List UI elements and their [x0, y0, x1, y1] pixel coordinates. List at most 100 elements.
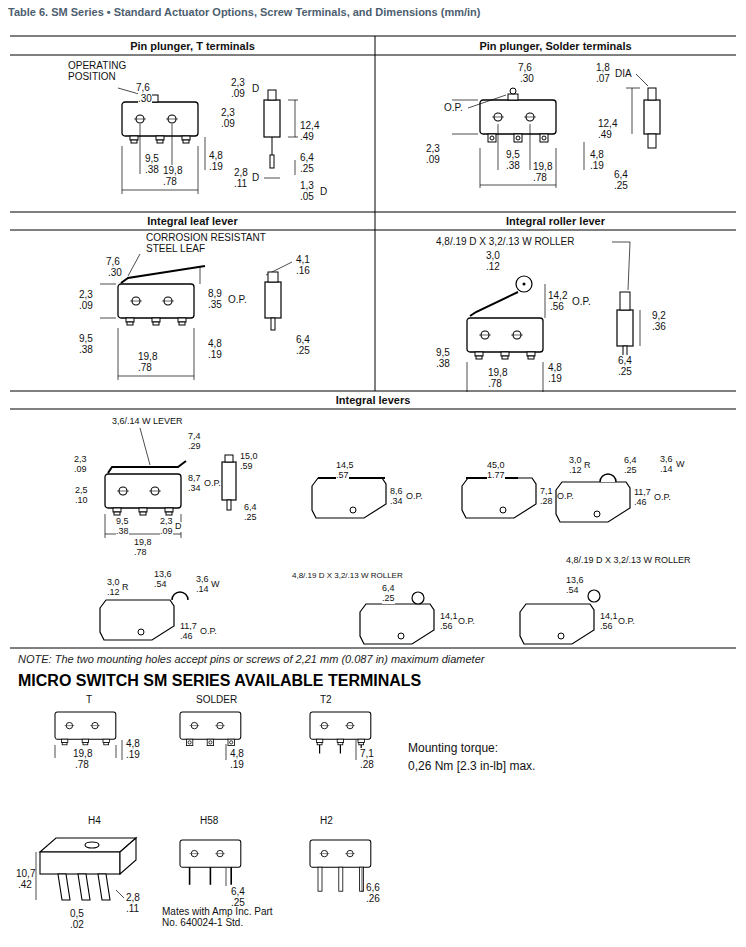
dimension-label: .09 [74, 465, 87, 475]
drawing-line [356, 740, 357, 760]
drawing-line [122, 740, 123, 760]
dimension-label: .57 [336, 471, 349, 481]
dimension-label: 3,0 [107, 578, 120, 588]
drawing-rect [339, 867, 343, 891]
dimension-label: 6,4 [300, 152, 314, 163]
dimension-label: 7,4 [188, 432, 201, 442]
dimension-label: .56 [600, 622, 613, 632]
dimension-label: D [252, 172, 259, 183]
dimension-label: MICRO SWITCH SM SERIES AVAILABLE TERMINA… [18, 672, 421, 690]
dimension-label: 3,6 [196, 575, 209, 585]
dimension-label: .09 [79, 300, 93, 311]
drawing-rect [222, 462, 236, 500]
drawing-use [316, 739, 364, 745]
drawing-rect [225, 455, 233, 462]
dimension-label: .35 [208, 299, 222, 310]
dimension-label: H2 [320, 815, 333, 826]
drawing-rect [268, 90, 276, 100]
dimension-label: 19,8 [163, 165, 182, 176]
dimension-label: .78 [134, 548, 147, 558]
drawing-line [55, 745, 56, 758]
drawing-polyline [121, 266, 205, 283]
dimension-label: .49 [300, 131, 314, 142]
drawing-line [264, 178, 280, 179]
drawing-g [118, 88, 298, 194]
dimension-label: .78 [488, 378, 502, 389]
drawing-rect [265, 282, 281, 318]
dimension-label: H4 [88, 815, 101, 826]
dimension-label: 2,3 [160, 517, 173, 527]
drawing-line [468, 95, 506, 108]
drawing-line [189, 867, 191, 885]
header-text: Pin plunger, Solder terminals [479, 40, 631, 52]
drawing-line [636, 74, 648, 86]
drawing-polygon [120, 838, 136, 874]
drawing-line [140, 124, 141, 174]
dimension-label: 7,1 [360, 748, 374, 759]
dimension-label: .19 [548, 373, 562, 384]
drawing-rect [40, 852, 120, 874]
dimension-label: 4,8 [209, 150, 223, 161]
dimension-label: 0,26 Nm [2.3 in-lb] max. [408, 760, 535, 773]
drawing-line [626, 88, 640, 89]
dimension-label: 1,3 [300, 180, 314, 191]
dimension-label: O.P. [200, 627, 217, 637]
drawing-line [318, 477, 385, 479]
dimension-label: .11 [234, 178, 247, 189]
drawing-polyline [470, 292, 518, 316]
dimension-label: 4,1 [296, 254, 310, 265]
drawing-line [10, 409, 736, 410]
dimension-label: .09 [426, 154, 440, 165]
dimension-label: .14 [660, 465, 673, 475]
dimension-label: 3,0 [569, 456, 582, 466]
dimension-label: 3,0 [486, 250, 500, 261]
drawing-g [467, 242, 640, 392]
dimension-label: 1.77 [487, 471, 505, 481]
dimension-label: .28 [360, 759, 374, 770]
drawing-line [632, 88, 633, 134]
dimension-label: .05 [300, 191, 314, 202]
drawing-line [340, 745, 341, 754]
dimension-label: O.P. [204, 479, 221, 489]
dimension-label: .11 [126, 903, 139, 914]
dimension-label: 12,4 [598, 118, 617, 129]
dimension-label: 7,6 [136, 82, 150, 93]
drawing-rect [648, 134, 656, 148]
dimension-label: 9,5 [436, 347, 450, 358]
drawing-rect [648, 88, 656, 100]
table-header-cell: Integral levers [11, 392, 735, 408]
dimension-label: .34 [390, 497, 403, 507]
drawing-g [310, 840, 371, 891]
drawing-use [126, 318, 186, 325]
drawing-line [498, 124, 499, 170]
dimension-label: 3,6 [660, 455, 673, 465]
drawing-g [180, 840, 241, 885]
dimension-label: .25 [614, 180, 628, 191]
dimension-label: 8,9 [208, 288, 222, 299]
dimension-label: .14 [196, 585, 209, 595]
dimension-label: 6,4 [614, 169, 628, 180]
dimension-label: .38 [436, 358, 450, 369]
drawing-line [226, 868, 227, 886]
dimension-label: T [86, 694, 92, 705]
dimension-label: O.P. [557, 492, 574, 502]
drawing-use [130, 136, 190, 143]
dimension-label: 14,5 [336, 461, 354, 471]
drawing-use [100, 600, 174, 640]
drawing-use [488, 134, 548, 142]
dimension-label: .38 [145, 164, 159, 175]
drawing-line [640, 310, 641, 346]
dimension-label: .54 [566, 586, 579, 596]
dimension-label: 2,3 [74, 455, 87, 465]
header-text: Integral levers [336, 394, 411, 406]
drawing-line [272, 137, 273, 155]
drawing-rect [360, 867, 364, 891]
drawing-line [105, 514, 106, 538]
dimension-label: 2,8 [126, 892, 140, 903]
dimension-label: O.P. [458, 617, 475, 627]
dimension-label: .19 [590, 160, 604, 171]
dimension-label: 2,3 [79, 289, 93, 300]
drawing-path [172, 592, 188, 600]
dimension-label: .28 [540, 497, 553, 507]
